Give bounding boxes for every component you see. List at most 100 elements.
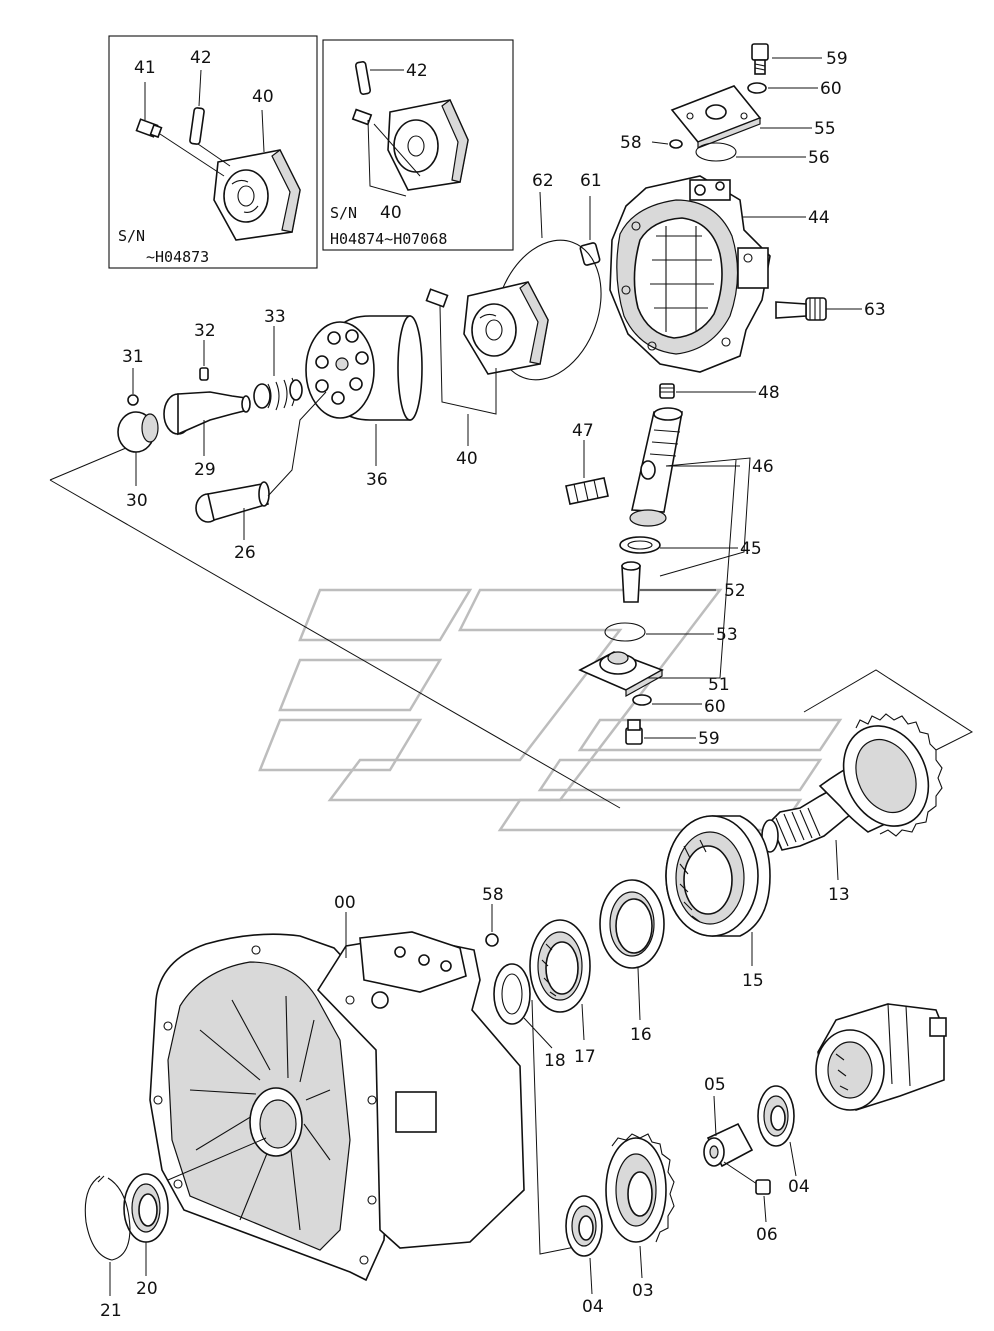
label-45: 45	[740, 539, 762, 559]
label-31: 31	[122, 347, 144, 367]
part-18-lock-nut	[493, 963, 531, 1025]
inset1-serial-prefix: S/N	[118, 227, 145, 245]
label-60-top: 60	[820, 79, 842, 99]
part-gear-pump	[815, 1003, 947, 1111]
part-46-sleeve	[629, 407, 683, 527]
part-41-plug	[135, 118, 163, 139]
part-44-pump-housing	[609, 175, 771, 373]
part-41-plug-main	[425, 288, 449, 308]
inset-box-mid-serial: S/N H04874~H07068	[322, 39, 514, 251]
inset2-serial-range: H04874~H07068	[330, 230, 447, 248]
label-15: 15	[742, 971, 764, 991]
part-04-bearing-upper	[757, 1085, 795, 1147]
label-56: 56	[808, 148, 830, 168]
label-51: 51	[708, 675, 730, 695]
part-33-spring	[253, 377, 303, 411]
part-40-valve-plate	[213, 149, 301, 241]
part-03-gear	[605, 1133, 675, 1243]
part-63-bolt	[775, 297, 827, 321]
label-40-main: 40	[456, 449, 478, 469]
label-47: 47	[572, 421, 594, 441]
part-56-o-ring	[695, 142, 737, 162]
part-47-plug	[565, 477, 609, 505]
part-48-plug	[659, 383, 675, 399]
part-04-bearing-lower	[565, 1195, 603, 1257]
label-40-inset2: 40	[380, 203, 402, 223]
part-53-o-ring	[604, 622, 646, 642]
part-40-valve-plate	[387, 99, 469, 191]
label-21: 21	[100, 1301, 122, 1321]
label-40-inset1: 40	[252, 87, 274, 107]
label-04-lower: 04	[582, 1297, 604, 1317]
label-04-upper: 04	[788, 1177, 810, 1197]
part-51-cover	[578, 651, 664, 698]
part-29-spool	[163, 391, 251, 436]
part-20-seal	[123, 1173, 169, 1243]
label-06: 06	[756, 1225, 778, 1245]
part-36-cylinder-block	[305, 315, 423, 421]
part-15-bearing	[665, 815, 771, 937]
part-40-valve-plate-main	[463, 281, 549, 375]
label-05: 05	[704, 1075, 726, 1095]
label-58-top: 58	[620, 133, 642, 153]
label-36: 36	[366, 470, 388, 490]
label-62: 62	[532, 171, 554, 191]
part-26-piston	[195, 481, 270, 523]
label-18: 18	[544, 1051, 566, 1071]
label-63: 63	[864, 300, 886, 320]
label-55: 55	[814, 119, 836, 139]
label-41-inset1: 41	[134, 58, 156, 78]
label-00: 00	[334, 893, 356, 913]
part-59-screw-lower	[625, 719, 643, 745]
label-48: 48	[758, 383, 780, 403]
inset1-serial-range: ~H04873	[146, 248, 209, 266]
part-00-main-housing	[149, 931, 525, 1282]
part-06-key	[755, 1179, 771, 1195]
label-53: 53	[716, 625, 738, 645]
part-45-ring	[619, 536, 661, 554]
label-29: 29	[194, 460, 216, 480]
label-32: 32	[194, 321, 216, 341]
label-17: 17	[574, 1047, 596, 1067]
label-60-lower: 60	[704, 697, 726, 717]
label-61: 61	[580, 171, 602, 191]
part-60-washer-top	[747, 82, 767, 94]
part-41-plug	[351, 108, 373, 126]
label-42-inset1: 42	[190, 48, 212, 68]
part-21-snap-ring	[84, 1175, 131, 1261]
part-42-pin	[189, 107, 205, 145]
label-26: 26	[234, 543, 256, 563]
label-59-lower: 59	[698, 729, 720, 749]
part-55-cover-plate	[670, 85, 762, 149]
label-42-inset2: 42	[406, 61, 428, 81]
part-58-o-ring-small	[669, 139, 683, 149]
part-52-pin	[621, 561, 641, 603]
part-58-o-ring-lower	[485, 933, 499, 947]
part-61-pin	[579, 242, 601, 266]
inset-box-early-serial: S/N ~H04873	[108, 35, 318, 269]
label-13: 13	[828, 885, 850, 905]
inset2-serial-prefix: S/N	[330, 204, 357, 222]
part-30-shoe	[117, 411, 159, 453]
part-60-washer-lower	[632, 694, 652, 706]
label-03: 03	[632, 1281, 654, 1301]
part-42-pin	[354, 61, 372, 95]
part-16-seal	[599, 879, 665, 969]
label-59-top: 59	[826, 49, 848, 69]
label-20: 20	[136, 1279, 158, 1299]
label-58-lower: 58	[482, 885, 504, 905]
label-16: 16	[630, 1025, 652, 1045]
part-17-bearing	[529, 919, 591, 1013]
label-30: 30	[126, 491, 148, 511]
label-44: 44	[808, 208, 830, 228]
part-31-ball	[127, 394, 139, 406]
part-05-coupling	[703, 1122, 754, 1168]
part-59-screw-top	[751, 43, 769, 75]
label-46: 46	[752, 457, 774, 477]
part-13-drive-shaft-gear	[761, 713, 943, 853]
label-52: 52	[724, 581, 746, 601]
watermark-logo	[258, 588, 843, 832]
part-labels: 41 42 40 42 40 59 60 55 58 56 62 61 44 6…	[100, 48, 886, 1321]
part-32-pin	[199, 367, 209, 381]
